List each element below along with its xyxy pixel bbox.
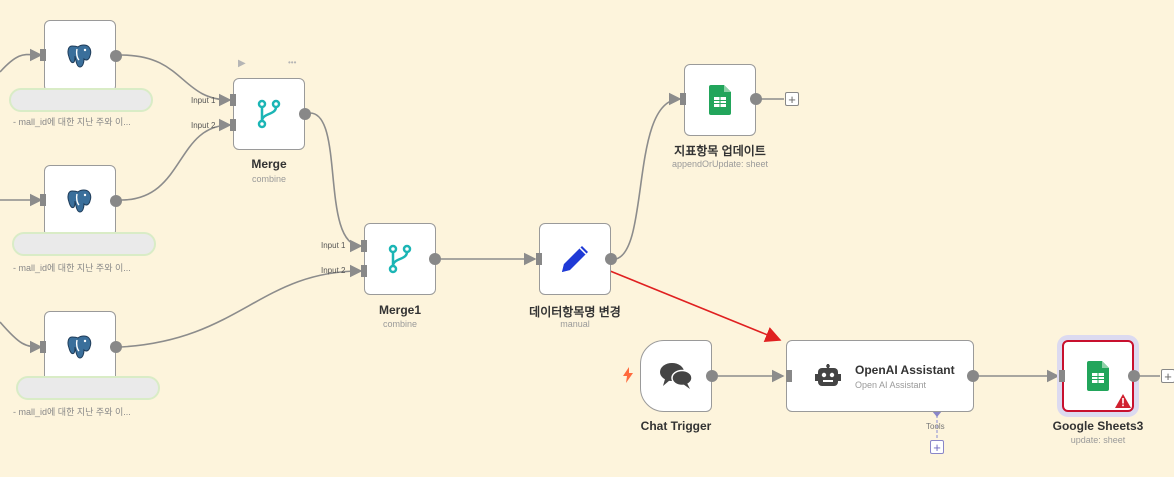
- sheet-update-input-port[interactable]: [680, 93, 686, 105]
- merge-input-1-label: Input 1: [191, 96, 216, 105]
- red-annotation-arrow: [577, 257, 782, 342]
- run-node-icon[interactable]: ▶: [238, 58, 246, 69]
- rename-title: 데이터항목명 변경: [529, 305, 621, 319]
- rename-fields-node[interactable]: [539, 223, 611, 295]
- postgres-2-input-port[interactable]: [40, 194, 46, 206]
- merge1-output-port[interactable]: [429, 253, 441, 265]
- google-sheets3-input-port[interactable]: [1059, 370, 1065, 382]
- wire-rename-sheet: [615, 92, 682, 260]
- sheet-update-add-button[interactable]: +: [785, 92, 799, 106]
- sheet-update-node[interactable]: [684, 64, 756, 136]
- postgres-node-3[interactable]: [44, 311, 116, 383]
- warning-icon[interactable]: [1115, 394, 1131, 408]
- merge1-title: Merge1: [378, 303, 422, 317]
- merge-input-1-port[interactable]: [230, 94, 236, 106]
- openai-assistant-subtitle: Open AI Assistant: [855, 379, 927, 390]
- postgres-3-input-port[interactable]: [40, 341, 46, 353]
- google-sheets3-add-button[interactable]: +: [1161, 369, 1174, 383]
- wire-merge-merge1: [309, 112, 363, 253]
- postgres-3-output-port[interactable]: [110, 341, 122, 353]
- openai-assistant-node[interactable]: OpenAI Assistant Open AI Assistant: [786, 340, 974, 412]
- merge1-input-1-port[interactable]: [361, 240, 367, 252]
- pencil-icon: [562, 246, 588, 272]
- postgres-elephant-icon: [67, 44, 92, 68]
- openai-assistant-title: OpenAI Assistant: [855, 362, 955, 377]
- openai-output-port[interactable]: [967, 370, 979, 382]
- google-sheets3-output-port[interactable]: [1128, 370, 1140, 382]
- merge-branch-icon: [257, 99, 281, 129]
- chat-trigger-title: Chat Trigger: [640, 419, 712, 433]
- merge-subtitle: combine: [251, 174, 287, 184]
- merge1-subtitle: combine: [382, 319, 418, 329]
- openai-input-port[interactable]: [786, 370, 792, 382]
- postgres-1-note: - mall_id에 대한 지난 주와 이...: [13, 117, 131, 127]
- wire-pg1-merge: [120, 54, 232, 107]
- postgres-node-1[interactable]: [44, 20, 116, 92]
- postgres-3-note: - mall_id에 대한 지난 주와 이...: [13, 407, 131, 417]
- wire-in-postgres-1: [0, 48, 43, 73]
- add-tool-button[interactable]: +: [930, 440, 944, 454]
- merge-output-port[interactable]: [299, 108, 311, 120]
- chat-bubbles-icon: [660, 363, 693, 389]
- google-sheets3-title: Google Sheets3: [1052, 419, 1144, 433]
- postgres-2-note-pill: [12, 232, 156, 256]
- google-sheets-icon: [1087, 361, 1109, 391]
- postgres-2-note: - mall_id에 대한 지난 주와 이...: [13, 263, 131, 273]
- postgres-elephant-icon: [67, 189, 92, 213]
- merge1-node[interactable]: [364, 223, 436, 295]
- merge-title: Merge: [251, 157, 287, 171]
- chat-trigger-node[interactable]: [640, 340, 712, 412]
- postgres-elephant-icon: [67, 335, 92, 359]
- sheet-update-output-port[interactable]: [750, 93, 762, 105]
- tools-label: Tools: [926, 422, 945, 431]
- postgres-1-output-port[interactable]: [110, 50, 122, 62]
- wire-pg2-merge: [120, 118, 232, 201]
- chat-trigger-output-port[interactable]: [706, 370, 718, 382]
- merge1-input-2-port[interactable]: [361, 265, 367, 277]
- sheet-update-subtitle: appendOrUpdate: sheet: [671, 159, 769, 169]
- merge-input-2-port[interactable]: [230, 119, 236, 131]
- merge-branch-icon: [388, 244, 412, 274]
- robot-icon: [815, 364, 841, 386]
- google-sheets-icon: [709, 85, 731, 115]
- merge1-input-2-label: Input 2: [321, 266, 346, 275]
- rename-input-port[interactable]: [536, 253, 542, 265]
- more-options-icon[interactable]: •••: [288, 58, 297, 67]
- postgres-1-input-port[interactable]: [40, 49, 46, 61]
- google-sheets3-subtitle: update: sheet: [1070, 435, 1126, 445]
- merge1-input-1-label: Input 1: [321, 241, 346, 250]
- postgres-node-2[interactable]: [44, 165, 116, 237]
- trigger-bolt-icon: [623, 367, 633, 383]
- wire-pg3-merge1: [120, 264, 363, 348]
- postgres-2-output-port[interactable]: [110, 195, 122, 207]
- wire-in-postgres-3: [0, 321, 43, 354]
- merge-node[interactable]: [233, 78, 305, 150]
- postgres-3-note-pill: [16, 376, 160, 400]
- postgres-1-note-pill: [9, 88, 153, 112]
- rename-output-port[interactable]: [605, 253, 617, 265]
- merge-input-2-label: Input 2: [191, 121, 216, 130]
- rename-subtitle: manual: [560, 319, 590, 329]
- sheet-update-title: 지표항목 업데이트: [674, 144, 766, 158]
